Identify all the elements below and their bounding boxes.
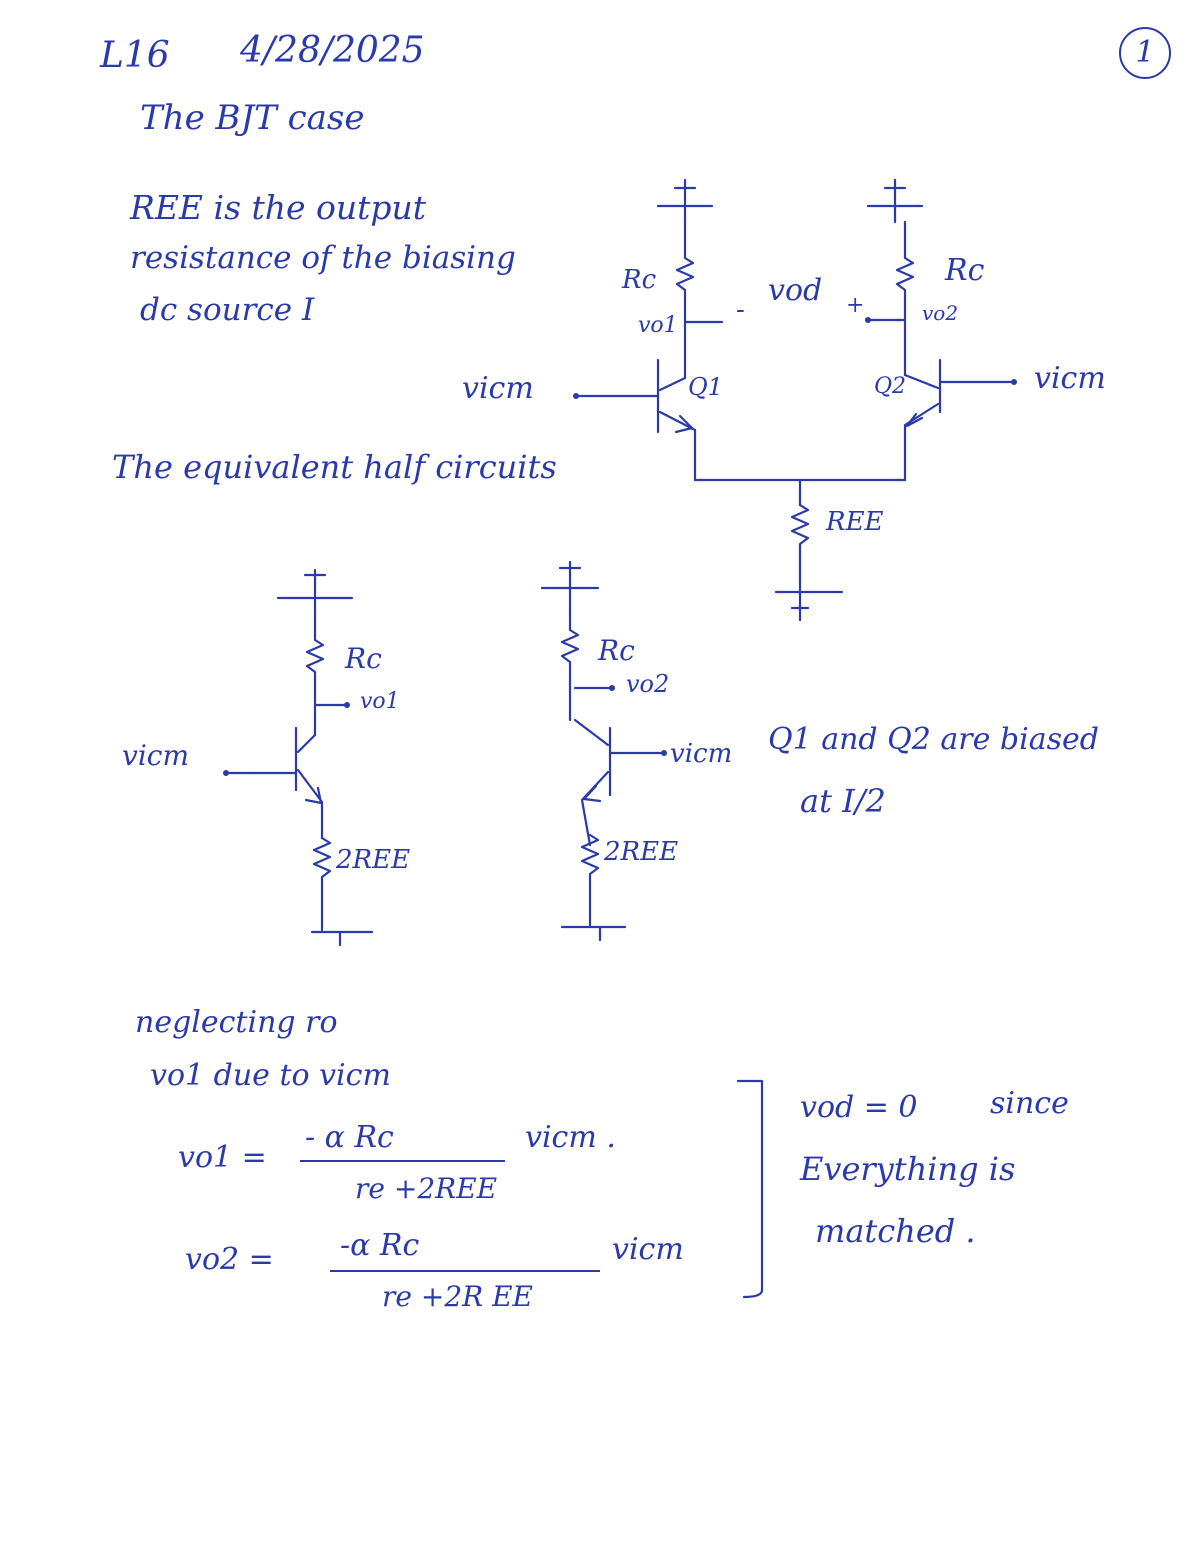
label-ree-tail: REE (825, 507, 884, 537)
rc-resistor-half-left (305, 613, 325, 737)
eq-vo2-denominator: re +2R EE (382, 1280, 533, 1313)
rc-resistor-left (675, 220, 695, 380)
q2-transistor (903, 358, 942, 482)
ground-symbol-tail (774, 590, 844, 622)
label-vod-plus: + (846, 293, 864, 318)
vicm-terminal-half-right (661, 750, 667, 756)
eq-vo2-multiplier: vicm (612, 1232, 684, 1267)
2ree-resistor-half-left (312, 836, 332, 932)
label-vod-minus: - (736, 295, 745, 325)
vicm-left-terminal (573, 393, 579, 399)
eq-vo2-fraction-bar (330, 1270, 600, 1272)
vo2-terminal-half-right (609, 685, 615, 691)
label-vo2-half-right: vo2 (626, 670, 669, 698)
label-q2: Q2 (874, 374, 906, 399)
tail-wire (693, 478, 907, 507)
label-vicm-left: vicm (462, 371, 534, 406)
lecture-number: L16 (100, 35, 170, 76)
page-title: The BJT case (140, 98, 365, 138)
vicm-right-terminal (1011, 379, 1017, 385)
note-half-circuits: The equivalent half circuits (112, 448, 557, 486)
lecture-date: 4/28/2025 (240, 30, 425, 71)
label-q1: Q1 (688, 373, 723, 401)
label-vo2: vo2 (922, 301, 958, 325)
q1-emitter-arrow (674, 414, 694, 434)
note-ree-line-2: resistance of the biasing (130, 240, 516, 276)
label-rc-left: Rc (621, 265, 657, 295)
label-rc-half-left: Rc (344, 642, 382, 675)
vod-plus-terminal (865, 317, 871, 323)
eq-vo1-numerator: - α Rc (305, 1120, 394, 1155)
label-vicm-half-left: vicm (122, 739, 189, 772)
note-matched: matched . (815, 1212, 976, 1250)
note-neglecting: neglecting ro (135, 1005, 338, 1040)
ree-resistor (790, 503, 810, 592)
differential-pair-circuit (573, 178, 1017, 622)
2ree-resistor-half-right (580, 833, 600, 927)
rc-resistor-half-right (560, 613, 580, 722)
eq-vo1-multiplier: vicm . (525, 1120, 616, 1155)
eq-vo2-lhs: vo2 = (185, 1242, 274, 1277)
label-vod: vod (768, 273, 822, 308)
circuit-diagrams: Rc vo1 - vod + Rc vo2 Q1 Q2 vicm vicm RE… (122, 178, 1106, 947)
q2-emitter-arrow (905, 412, 924, 428)
emitter-arrow-half-right (582, 784, 602, 803)
note-since: since (990, 1086, 1069, 1121)
equation-bracket (736, 1079, 764, 1299)
eq-vo1-lhs: vo1 = (178, 1140, 267, 1175)
note-biased-line-2: at I/2 (800, 782, 886, 820)
vicm-terminal-half-left (223, 770, 229, 776)
page-number: 1 (1119, 27, 1171, 79)
note-everything: Everything is (800, 1150, 1016, 1188)
supply-symbol-left (656, 178, 714, 224)
supply-symbol-half-left (276, 568, 354, 617)
rc-resistor-right (895, 220, 915, 377)
half-circuit-right (540, 560, 667, 942)
supply-symbol-right (866, 178, 924, 224)
transistor-half-right (573, 718, 612, 847)
label-rc-right: Rc (944, 253, 985, 288)
half-circuit-left (223, 568, 374, 947)
note-ree-line-1: REE is the output (130, 188, 427, 227)
eq-vo2-numerator: -α Rc (340, 1228, 420, 1263)
emitter-arrow-half-left (304, 786, 323, 805)
label-rc-half-right: Rc (597, 634, 635, 667)
label-vo1: vo1 (638, 313, 678, 338)
ground-symbol-half-left (310, 930, 374, 947)
eq-vo1-fraction-bar (300, 1160, 505, 1162)
note-ree-line-3: dc source I (140, 292, 315, 328)
note-vod-zero: vod = 0 (800, 1090, 918, 1125)
note-biased-line-1: Q1 and Q2 are biased (768, 722, 1099, 757)
label-vicm-right: vicm (1034, 361, 1106, 396)
eq-vo1-denominator: re +2REE (355, 1172, 498, 1205)
label-vicm-half-right: vicm (670, 739, 732, 769)
vo1-terminal-half-left (344, 702, 350, 708)
note-vo1-due: vo1 due to vicm (150, 1058, 391, 1093)
transistor-half-left (294, 726, 324, 840)
supply-symbol-half-right (540, 560, 600, 617)
label-2ree-half-left: 2REE (335, 845, 410, 875)
label-2ree-half-right: 2REE (603, 837, 678, 867)
ground-symbol-half-right (560, 925, 627, 942)
label-vo1-half-left: vo1 (360, 689, 400, 714)
